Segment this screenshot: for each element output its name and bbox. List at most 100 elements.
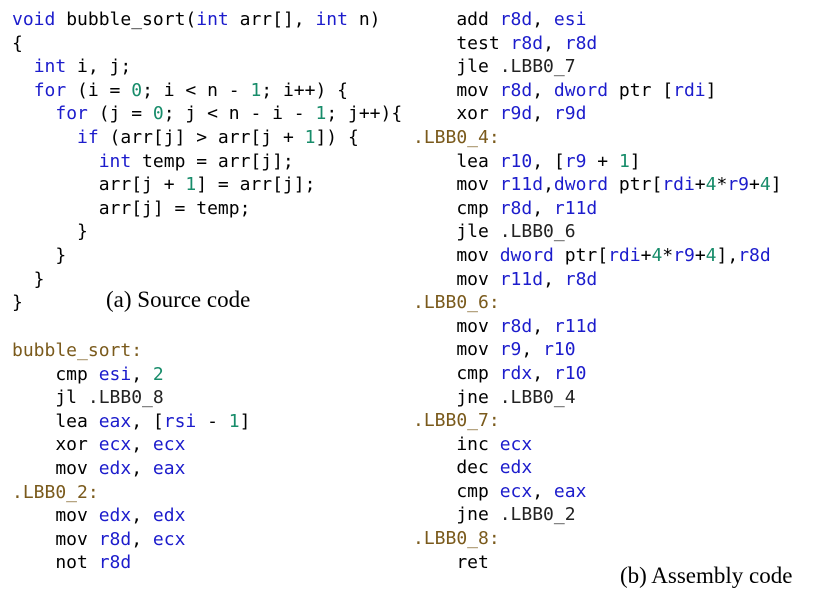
code-token-reg: ecx bbox=[152, 434, 186, 456]
code-line: lea r10, [r9 + 1] bbox=[413, 150, 782, 174]
code-token-plain: + bbox=[694, 174, 706, 196]
code-token-plain: ptr[ bbox=[553, 244, 609, 266]
code-token-number: 1 bbox=[185, 174, 197, 196]
code-line: xor r9d, r9d bbox=[413, 102, 782, 126]
code-line: { bbox=[12, 32, 402, 56]
code-token-plain: ], bbox=[716, 244, 739, 266]
code-token-plain: mov bbox=[12, 457, 99, 479]
code-token-plain: } bbox=[12, 268, 45, 290]
code-line: mov edx, eax bbox=[12, 457, 250, 481]
code-token-plain: mov bbox=[413, 174, 500, 196]
code-token-reg: r9 bbox=[727, 174, 750, 196]
code-token-plain: , bbox=[543, 268, 565, 290]
code-token-plain: } bbox=[12, 221, 88, 243]
code-token-label: .LBB0_2: bbox=[12, 481, 99, 503]
code-token-plain: * bbox=[662, 244, 674, 266]
code-token-number: 1 bbox=[250, 79, 262, 101]
code-token-reg: r8d bbox=[98, 528, 132, 550]
code-line: cmp esi, 2 bbox=[12, 363, 250, 387]
code-token-plain: mov bbox=[413, 339, 500, 361]
source-code-caption: (a) Source code bbox=[106, 287, 251, 312]
code-line: .LBB0_2: bbox=[12, 481, 250, 505]
code-token-type: int bbox=[315, 9, 348, 30]
code-token-plain: mov bbox=[413, 315, 500, 337]
code-token-plain: cmp bbox=[12, 363, 99, 385]
code-token-reg: r11d bbox=[499, 268, 544, 290]
code-token-reg: rdi bbox=[608, 244, 641, 266]
code-token-plain: + bbox=[586, 150, 619, 172]
code-token-plain: } bbox=[12, 292, 23, 314]
code-token-plain: , bbox=[131, 434, 153, 456]
code-token-plain: , bbox=[131, 505, 153, 527]
code-token-plain: , bbox=[131, 528, 153, 550]
code-token-reg: r10 bbox=[553, 362, 587, 384]
code-line: inc ecx bbox=[413, 433, 782, 457]
code-token-plain: , [ bbox=[131, 410, 164, 432]
code-line: int i, j; bbox=[12, 55, 402, 79]
code-token-plain bbox=[12, 80, 34, 101]
code-token-reg: r8d bbox=[564, 268, 598, 290]
code-token-reg: ecx bbox=[499, 480, 533, 502]
code-token-type: void bbox=[12, 9, 56, 30]
code-token-reg: eax bbox=[98, 410, 132, 432]
code-token-plain: , bbox=[131, 363, 153, 385]
code-token-plain: cmp bbox=[413, 197, 500, 219]
code-token-plain bbox=[12, 103, 55, 124]
code-token-reg: r8d bbox=[564, 32, 598, 54]
code-line: cmp rdx, r10 bbox=[413, 362, 782, 386]
code-token-plain: } bbox=[12, 244, 67, 266]
code-token-plain: mov bbox=[413, 268, 500, 290]
code-token-plain: bubble_sort( bbox=[55, 9, 197, 30]
code-token-reg: ecx bbox=[98, 434, 132, 456]
code-token-number: 0 bbox=[152, 103, 164, 125]
code-token-plain: + bbox=[694, 244, 706, 266]
code-token-reg: esi bbox=[98, 363, 132, 385]
code-token-number: 1 bbox=[618, 150, 630, 172]
code-line: mov r11d,dword ptr[rdi+4*r9+4] bbox=[413, 173, 781, 197]
code-token-plain: , bbox=[543, 32, 565, 54]
code-line: add r8d, esi bbox=[413, 8, 782, 32]
code-token-number: 1 bbox=[228, 410, 240, 432]
code-token-plain: ]) { bbox=[315, 126, 359, 148]
code-token-reg: r8d bbox=[499, 79, 533, 101]
code-token-plain: dec bbox=[413, 457, 500, 479]
code-token-plain: , bbox=[532, 315, 554, 337]
code-line: .LBB0_7: bbox=[413, 409, 782, 433]
code-token-plain: ptr[ bbox=[608, 174, 663, 196]
code-token-plain: add bbox=[413, 9, 500, 30]
code-token-plain: lea bbox=[12, 410, 99, 432]
code-token-plain: (i = bbox=[66, 79, 132, 101]
code-line: jl .LBB0_8 bbox=[12, 386, 250, 410]
code-line: lea eax, [rsi - 1] bbox=[12, 410, 250, 434]
code-token-number: 4 bbox=[651, 244, 663, 266]
code-line: void bubble_sort(int arr[], int n) bbox=[12, 8, 402, 32]
code-token-reg: r11d bbox=[553, 197, 598, 219]
code-line: arr[j + 1] = arr[j]; bbox=[12, 173, 402, 197]
code-token-plain: (arr[j] > arr[j + bbox=[98, 126, 305, 148]
code-token-plain: ; i++) { bbox=[261, 79, 348, 101]
assembly-code-caption: (b) Assembly code bbox=[620, 563, 793, 588]
code-token-plain: , bbox=[521, 339, 544, 361]
code-token-plain: , bbox=[532, 9, 554, 30]
code-token-reg: edx bbox=[98, 505, 132, 527]
code-token-plain: temp = arr[j]; bbox=[131, 150, 294, 172]
code-token-plain: mov bbox=[12, 505, 99, 527]
code-line: cmp r8d, r11d bbox=[413, 197, 782, 221]
code-token-keyword: dword bbox=[553, 174, 609, 196]
code-token-plain: , bbox=[532, 79, 554, 101]
code-token-reg: r9 bbox=[673, 244, 695, 266]
code-token-reg: edx bbox=[98, 457, 132, 479]
code-token-label: .LBB0_8: bbox=[413, 528, 500, 550]
code-token-number: 4 bbox=[705, 244, 717, 266]
code-token-label: bubble_sort: bbox=[12, 340, 143, 361]
code-token-type: int bbox=[33, 56, 67, 78]
code-token-reg: r8d bbox=[738, 244, 771, 266]
code-token-label: .LBB0_6: bbox=[413, 292, 500, 314]
code-token-plain bbox=[12, 56, 34, 77]
code-token-reg: ecx bbox=[499, 433, 533, 455]
code-token-ref: .LBB0_8 bbox=[87, 387, 164, 409]
code-line: } bbox=[12, 291, 402, 315]
code-token-plain: xor bbox=[413, 103, 500, 125]
code-line: mov edx, edx bbox=[12, 504, 250, 528]
code-token-ref: .LBB0_7 bbox=[499, 56, 576, 78]
